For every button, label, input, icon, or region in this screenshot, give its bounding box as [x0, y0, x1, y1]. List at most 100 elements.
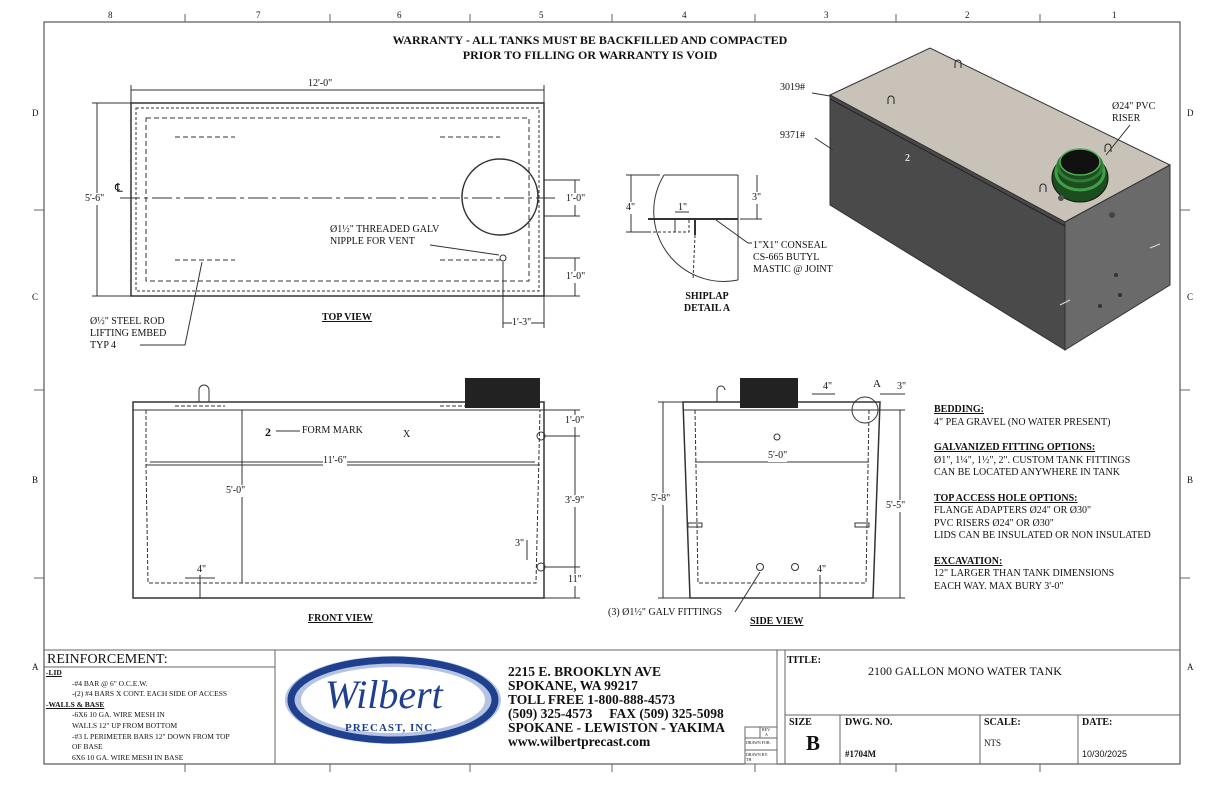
dim-height-outer: 5'-8": [651, 493, 671, 505]
vent-note: Ø1½" THREADED GALV NIPPLE FOR VENT: [330, 224, 439, 248]
lifting-rod-note: Ø½" STEEL ROD LIFTING EMBED TYP 4: [90, 316, 166, 352]
riser-note: Ø24" PVC RISER: [1112, 101, 1155, 125]
zone-col-6: 6: [397, 10, 402, 20]
scale-value: NTS: [984, 738, 1002, 748]
general-notes: BEDDING: 4" PEA GRAVEL (NO WATER PRESENT…: [934, 404, 1151, 593]
shiplap-dim-4: 4": [626, 202, 636, 214]
title-block-lines: [44, 649, 1180, 765]
reinf-line: 6X6 10 GA. WIRE MESH IN BASE: [72, 752, 184, 762]
company-info: 2215 E. BROOKLYN AVE SPOKANE, WA 99217 T…: [508, 665, 725, 749]
shiplap-detail-drawing: [626, 174, 762, 282]
dim-height-inner: 5'-5": [886, 500, 906, 512]
shiplap-note-2: CS-665 BUTYL: [753, 252, 820, 263]
drawing-title: 2100 GALLON MONO WATER TANK: [868, 664, 1062, 678]
dim-riser-offset-2: 1'-0": [566, 271, 586, 283]
scale-label: SCALE:: [984, 717, 1021, 728]
centerline-symbol: ℄: [115, 181, 123, 195]
zone-row-d-right: D: [1187, 108, 1194, 118]
side-view-label: SIDE VIEW: [750, 616, 804, 627]
shiplap-label: SHIPLAP DETAIL A: [680, 291, 734, 315]
zone-row-b-right: B: [1187, 475, 1194, 485]
dim-front-top: 1'-0": [565, 415, 585, 427]
shiplap-dim-3: 3": [752, 192, 762, 204]
note-line: CAN BE LOCATED ANYWHERE IN TANK: [934, 467, 1120, 478]
warranty-line-2: PRIOR TO FILLING OR WARRANTY IS VOID: [462, 48, 718, 62]
reinf-walls-heading: -WALLS & BASE: [46, 699, 105, 709]
dim-front-3: 3": [515, 538, 525, 549]
front-mark-x: X: [403, 429, 411, 440]
zone-row-a: A: [32, 662, 39, 672]
riser-note-2: RISER: [1112, 113, 1141, 124]
isometric-tank-view: [811, 47, 1172, 351]
dim-riser-offset-3: 1'-3": [512, 317, 532, 329]
form-mark-label: FORM MARK: [302, 425, 363, 436]
top-view-drawing: [92, 85, 580, 346]
date-label: DATE:: [1082, 717, 1113, 728]
vent-note-line-1: Ø1½" THREADED GALV: [330, 224, 440, 235]
shiplap-note: 1"X1" CONSEAL CS-665 BUTYL MASTIC @ JOIN…: [753, 240, 833, 276]
note-line: 12" LARGER THAN TANK DIMENSIONS: [934, 568, 1115, 579]
reinf-line: -#4 BAR @ 6" O.C.E.W.: [72, 678, 148, 688]
dim-inner-width: 5'-0": [768, 450, 788, 462]
note-line: PVC RISERS Ø24" OR Ø30": [934, 517, 1054, 529]
dim-front-mid: 3'-9": [565, 495, 585, 507]
shiplap-label-2: DETAIL A: [683, 303, 731, 314]
note-line: EACH WAY. MAX BURY 3'-0": [934, 580, 1064, 592]
note-line: 4" PEA GRAVEL (NO WATER PRESENT): [934, 416, 1111, 428]
fittings-note: (3) Ø1½" GALV FITTINGS: [608, 607, 723, 618]
dim-inner-length: 11'-6": [323, 455, 347, 467]
note-line: LIDS CAN BE INSULATED OR NON INSULATED: [934, 530, 1151, 541]
zone-row-c-right: C: [1187, 292, 1194, 302]
zone-col-7: 7: [256, 10, 261, 20]
zone-col-2: 2: [965, 10, 970, 20]
dim-front-11: 11": [568, 574, 582, 586]
logo-wordmark: Wilbert: [325, 672, 443, 717]
rev-label: REV.: [762, 727, 771, 732]
note-heading-access: TOP ACCESS HOLE OPTIONS:: [934, 492, 1078, 504]
vent-note-line-2: NIPPLE FOR VENT: [330, 236, 415, 247]
zone-row-b: B: [32, 475, 39, 485]
company-website: www.wilbertprecast.com: [508, 734, 651, 749]
tank-weight: 9371#: [780, 130, 805, 141]
dwg-label: DWG. NO.: [845, 717, 893, 728]
company-phone-fax: (509) 325-4573 FAX (509) 325-5098: [508, 706, 724, 721]
company-toll-free: TOLL FREE 1-800-888-4573: [508, 692, 676, 707]
side-view-drawing: [658, 385, 905, 613]
note-heading-bedding: BEDDING:: [934, 404, 985, 415]
side-dim-4-bottom: 4": [817, 564, 827, 575]
reinforcement-title: REINFORCEMENT:: [47, 652, 168, 667]
zone-row-d: D: [32, 108, 39, 118]
dwg-number: #1704M: [845, 749, 876, 759]
riser-note-1: Ø24" PVC: [1112, 101, 1156, 112]
reinf-line: -6X6 10 GA. WIRE MESH IN: [72, 710, 165, 720]
front-riser: [465, 378, 540, 408]
title-label: TITLE:: [787, 655, 821, 666]
reinf-line: WALLS 12" UP FROM BOTTOM: [72, 720, 178, 730]
top-view-label: TOP VIEW: [322, 312, 372, 323]
zone-col-4: 4: [682, 10, 687, 20]
zone-row-a-right: A: [1187, 662, 1194, 672]
date-value: 10/30/2025: [1082, 749, 1128, 759]
dim-riser-offset-1: 1'-0": [566, 193, 586, 205]
reinforcement-list: -LID -#4 BAR @ 6" O.C.E.W. -(2) #4 BARS …: [46, 668, 230, 763]
reinf-lid-heading: -LID: [46, 668, 62, 677]
dim-inner-height: 5'-0": [226, 485, 246, 497]
note-heading-excavation: EXCAVATION:: [934, 555, 1003, 567]
side-dim-4: 4": [823, 381, 833, 392]
warranty-line-1: WARRANTY - ALL TANKS MUST BE BACKFILLED …: [392, 33, 788, 47]
shiplap-note-3: MASTIC @ JOINT: [753, 264, 833, 275]
size-value: B: [806, 731, 821, 755]
zone-col-8: 8: [108, 10, 113, 20]
reinf-line: OF BASE: [72, 742, 103, 752]
note-line: Ø1", 1¼", 1½", 2". CUSTOM TANK FITTINGS: [934, 454, 1131, 466]
dim-front-4: 4": [197, 564, 207, 575]
size-label: SIZE: [789, 717, 812, 728]
iso-form-mark: 2: [905, 153, 910, 164]
drawn-by-value: TH: [746, 757, 752, 762]
side-dim-3: 3": [897, 381, 907, 392]
drawn-by-label: DRAWN BY:: [746, 752, 769, 757]
dim-length: 12'-0": [308, 78, 333, 89]
rod-note-line-3: TYP 4: [90, 340, 117, 351]
shiplap-label-1: SHIPLAP: [685, 291, 729, 302]
